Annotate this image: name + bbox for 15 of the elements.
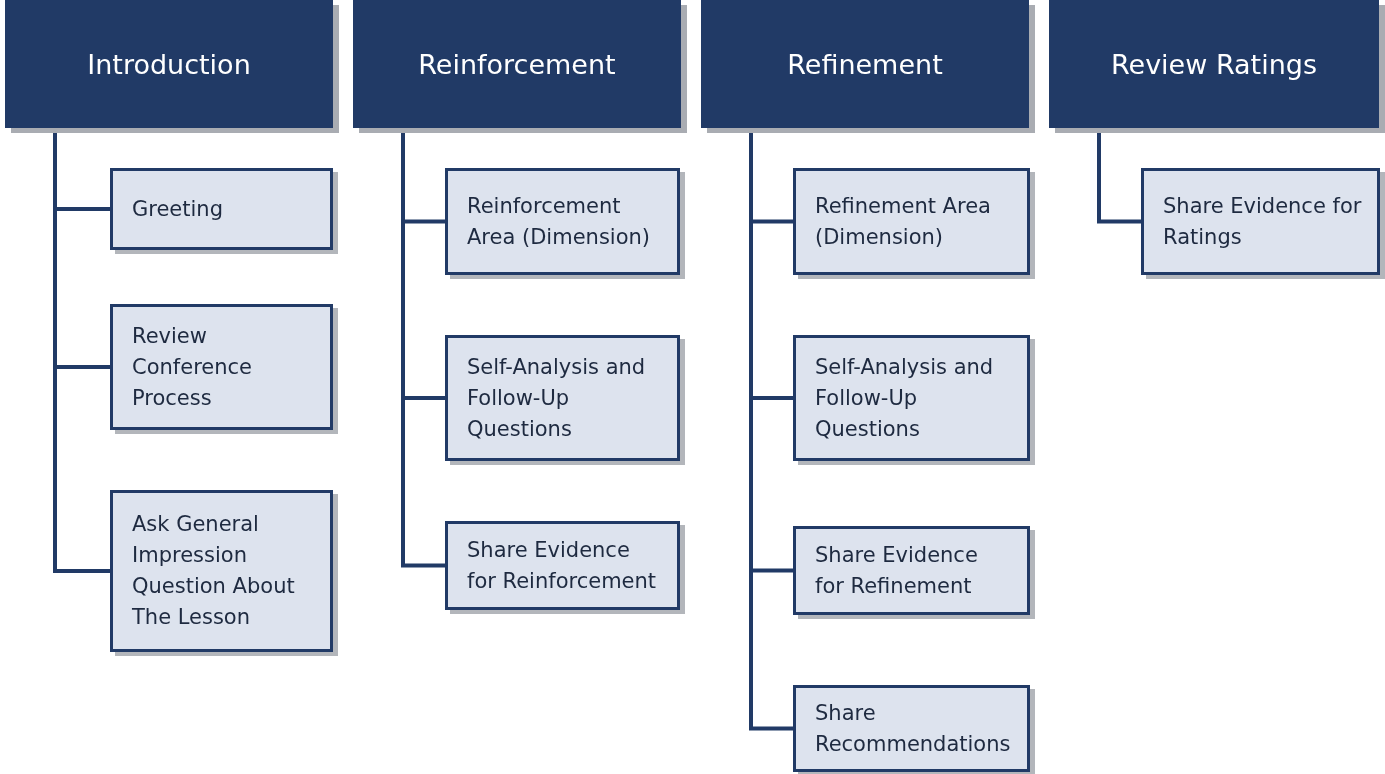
step-label: Share Evidence for Ratings: [1163, 192, 1363, 251]
header-label: Reinforcement: [418, 48, 616, 80]
step-label: Review Conference Process: [132, 322, 253, 412]
step-label: Self-Analysis and Follow-Up Questions: [467, 353, 647, 443]
header-label: Refinement: [787, 48, 943, 80]
step-label: Greeting: [132, 195, 223, 223]
step-label: Refinement Area (Dimension): [815, 192, 992, 251]
step-label: Ask General Impression Question About The Lesson: [132, 511, 296, 631]
step-label: Share Evidence for Reinforcement: [467, 536, 658, 595]
step-label: Self-Analysis and Follow-Up Questions: [815, 353, 995, 443]
step-label: Reinforcement Area (Dimension): [467, 192, 651, 251]
header-label: Introduction: [87, 48, 251, 80]
step-label: Share Recommendations: [815, 699, 1012, 758]
step-label: Share Evidence for Refinement: [815, 541, 979, 600]
header-label: Review Ratings: [1110, 48, 1317, 80]
